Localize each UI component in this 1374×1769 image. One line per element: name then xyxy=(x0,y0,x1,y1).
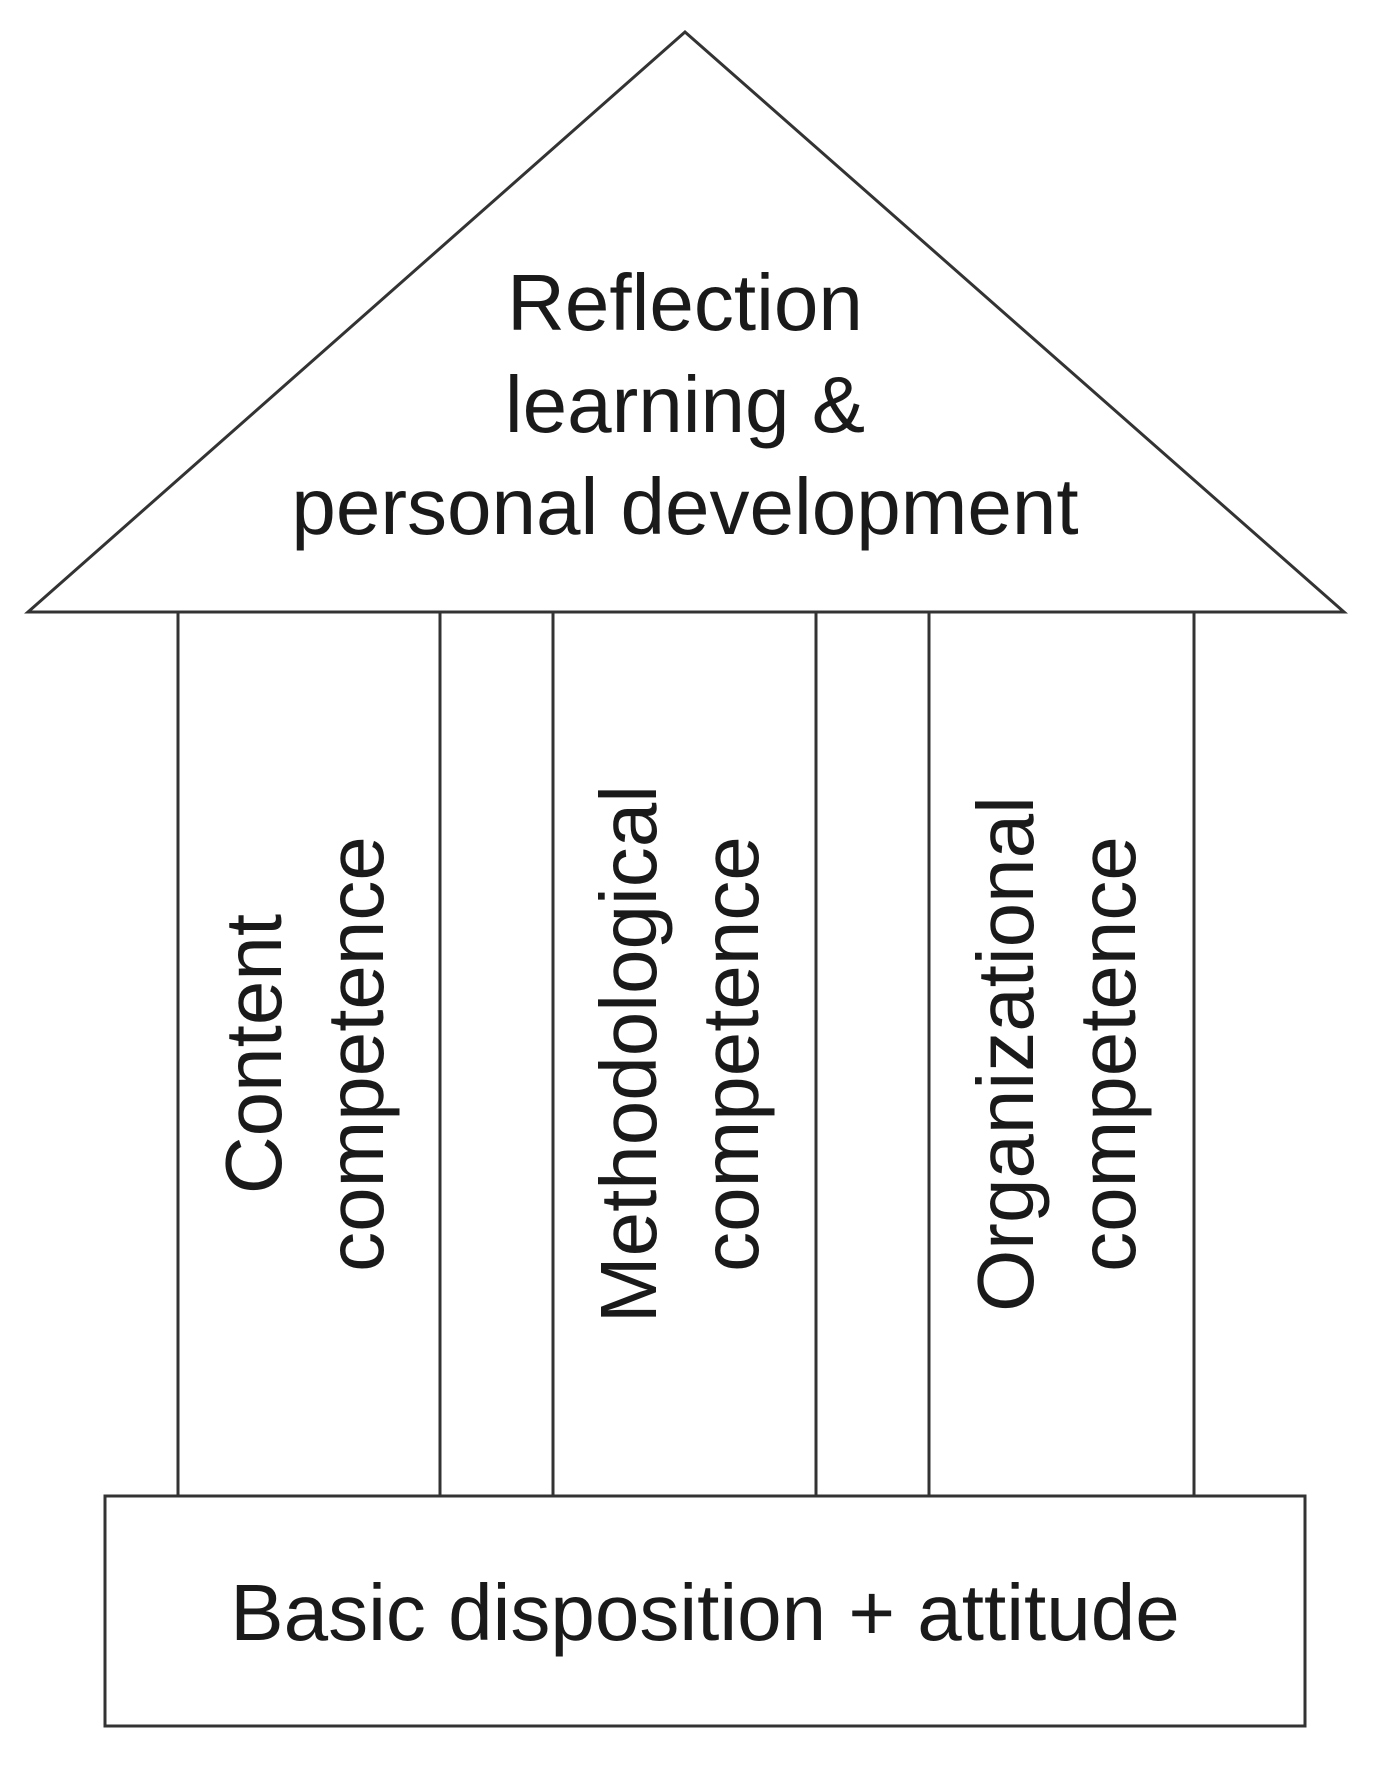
roof-triangle xyxy=(24,30,1348,614)
base-box xyxy=(103,1494,1307,1728)
pillar-methodological-label-line-1: Methodological xyxy=(584,785,673,1323)
pillar-content-label-line-2: competence xyxy=(311,836,400,1272)
roof: Reflection learning & personal developme… xyxy=(24,30,1348,614)
pillar-methodological-label-line-2: competence xyxy=(686,836,775,1272)
pillar-methodological: Methodological competence xyxy=(551,612,818,1496)
base-label: Basic disposition + attitude xyxy=(230,1568,1179,1657)
pillar-content: Content competence xyxy=(176,612,442,1496)
pillar-organizational-label-line-1: Organizational xyxy=(961,796,1050,1312)
roof-label-line-3: personal development xyxy=(291,462,1078,551)
base: Basic disposition + attitude xyxy=(103,1494,1307,1728)
pillar-organizational-label-line-2: competence xyxy=(1063,836,1152,1272)
roof-label-line-1: Reflection xyxy=(507,258,863,347)
pillar-organizational: Organizational competence xyxy=(927,612,1196,1496)
roof-label-line-2: learning & xyxy=(505,360,865,449)
pillar-content-label-line-1: Content xyxy=(209,914,298,1194)
pillars: Content competence Methodological compet… xyxy=(176,612,1196,1496)
